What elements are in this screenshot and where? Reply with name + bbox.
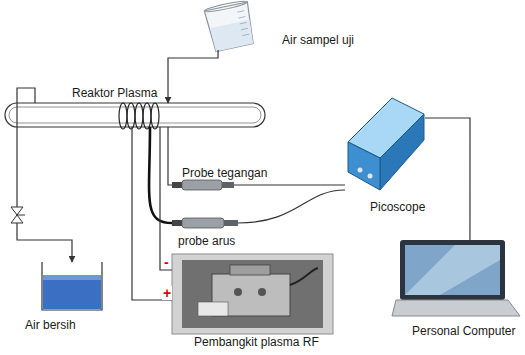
node-label: probe arus: [178, 234, 235, 248]
connector-line: [132, 127, 172, 300]
current-probe: probe arus: [172, 218, 238, 228]
node-label: Personal Computer: [412, 324, 515, 338]
picoscope-art: [348, 98, 424, 190]
water-surface: [43, 275, 101, 280]
clean-water-beaker: Air bersih: [42, 262, 102, 310]
probe-body: [182, 180, 222, 190]
terminal-label-holder: +: [162, 286, 172, 300]
photo-frame: [172, 254, 333, 334]
beaker-glass: [204, 2, 256, 52]
generator-top: [230, 265, 270, 275]
node-label: Picoscope: [370, 200, 425, 214]
valve-stem: [17, 215, 25, 216]
valve-symbol: [11, 207, 25, 223]
rf-generator-art: [172, 254, 333, 334]
coil-loop: [143, 103, 151, 129]
probe-tip: [172, 182, 182, 188]
connector-line: [234, 184, 345, 185]
probe-connector: [224, 220, 238, 226]
cabinet-interior: [182, 260, 323, 328]
coil-loop: [151, 103, 159, 129]
screen-glare: [405, 245, 500, 295]
signal-cable: [238, 190, 345, 223]
coil-loop: [135, 103, 143, 129]
rf-generator: Pembangkit plasma RF: [172, 254, 333, 334]
sample-beaker: Air sampel uji: [195, 2, 265, 50]
connector-line: [168, 50, 218, 103]
connector-line: [17, 88, 72, 262]
connector-line: [425, 118, 470, 240]
beaker-wall: [42, 262, 102, 310]
beaker-scale: [237, 11, 249, 36]
node-label: Pembangkit plasma RF: [194, 335, 319, 349]
node-label: Probe tegangan: [182, 166, 267, 180]
reactor-art: [5, 103, 265, 129]
bnc-socket: [368, 174, 373, 179]
sample-beaker-art: [204, 0, 256, 52]
voltage-probe: Probe tegangan: [172, 180, 234, 190]
beaker-rim: [204, 0, 248, 13]
valve-half: [11, 207, 23, 215]
knob: [234, 288, 242, 296]
node-label: Air bersih: [25, 318, 76, 332]
generator-cable: [290, 268, 318, 285]
knob: [258, 288, 266, 296]
plasma-reactor: Reaktor Plasma: [5, 103, 265, 127]
laptop-base: [392, 300, 520, 316]
terminal-polarity: -: [163, 255, 170, 269]
connector-line: [160, 127, 172, 270]
water-fill: [43, 275, 101, 309]
terminal-label-holder: -: [163, 255, 170, 269]
beaker-water: [210, 20, 255, 52]
circuit-board: [198, 302, 228, 316]
voltage-probe-art: [172, 180, 234, 190]
laptop-screen: [405, 245, 500, 295]
laptop-art: [392, 240, 520, 316]
valve-half: [11, 215, 23, 223]
node-label: Air sampel uji: [282, 33, 354, 47]
clean-water-beaker-art: [42, 262, 102, 310]
probe-connector: [222, 182, 234, 188]
picoscope-front: [348, 142, 380, 190]
coil-loop: [127, 103, 135, 129]
laptop-computer: Personal Computer: [392, 240, 520, 318]
bnc-socket: [358, 168, 363, 173]
laptop-lid: [400, 240, 505, 300]
probe-tip: [172, 220, 182, 226]
node-label: Reaktor Plasma: [72, 86, 157, 100]
picoscope-device: Picoscope: [345, 96, 425, 192]
probe-body: [182, 218, 224, 228]
terminal-polarity: +: [162, 286, 172, 300]
connector-line: [168, 127, 172, 185]
current-probe-art: [172, 218, 238, 228]
coil-loop: [119, 103, 127, 129]
picoscope-side: [380, 114, 424, 190]
